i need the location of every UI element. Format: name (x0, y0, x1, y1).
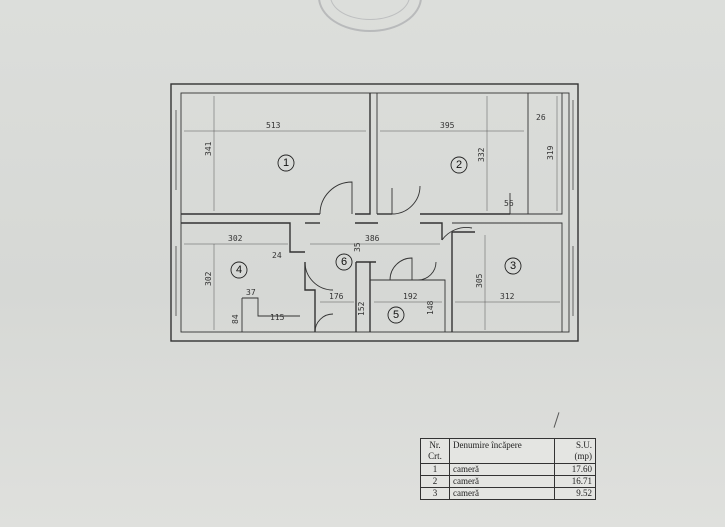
cell-nr: 2 (420, 475, 450, 488)
dim-label: 386 (365, 234, 380, 243)
dim-label: 56 (504, 199, 514, 208)
walls (170, 83, 579, 342)
column-header-area: S.U. (mp) (554, 438, 596, 464)
dim-label: 37 (246, 288, 256, 297)
cell-nr: 1 (420, 463, 450, 476)
cell-area: 9.52 (554, 487, 596, 500)
room-number-6: 6 (341, 256, 347, 268)
cell-nr: 3 (420, 487, 450, 500)
table-row: 2 cameră 16.71 (420, 475, 596, 488)
dim-label: 302 (204, 271, 213, 286)
dim-label: 35 (353, 242, 362, 252)
door-swings (304, 181, 473, 333)
cell-area: 16.71 (554, 475, 596, 488)
table-row: 1 cameră 17.60 (420, 463, 596, 476)
cell-name: cameră (449, 487, 555, 500)
room-number-4: 4 (236, 264, 242, 276)
dim-label: 84 (231, 314, 240, 324)
dim-label: 395 (440, 121, 455, 130)
cell-name: cameră (449, 475, 555, 488)
dim-label: 341 (204, 141, 213, 156)
dim-label: 305 (475, 273, 484, 288)
dimension-lines (184, 96, 560, 330)
room-number-3: 3 (510, 260, 516, 272)
room-markers (230, 154, 522, 324)
dim-label: 319 (546, 145, 555, 160)
dim-label: 332 (477, 147, 486, 162)
cell-area: 17.60 (554, 463, 596, 476)
dim-label: 26 (536, 113, 546, 122)
table-header-row: Nr. Crt. Denumire încăpere S.U. (mp) (420, 438, 596, 464)
table-row: 3 cameră 9.52 (420, 487, 596, 500)
room-number-2: 2 (456, 159, 462, 171)
dim-label: 148 (426, 300, 435, 315)
dim-label: 192 (403, 292, 418, 301)
dim-label: 24 (272, 251, 282, 260)
dim-label: 513 (266, 121, 281, 130)
column-header-name: Denumire încăpere (449, 438, 555, 464)
room-number-1: 1 (283, 157, 289, 169)
column-header-nr: Nr. Crt. (420, 438, 450, 464)
room-number-5: 5 (393, 309, 399, 321)
dim-label: 312 (500, 292, 515, 301)
dim-label: 302 (228, 234, 243, 243)
room-area-table: Nr. Crt. Denumire încăpere S.U. (mp) 1 c… (420, 438, 596, 500)
dim-label: 176 (329, 292, 344, 301)
dim-label: 115 (270, 313, 285, 322)
dim-label: 152 (357, 301, 366, 316)
cell-name: cameră (449, 463, 555, 476)
